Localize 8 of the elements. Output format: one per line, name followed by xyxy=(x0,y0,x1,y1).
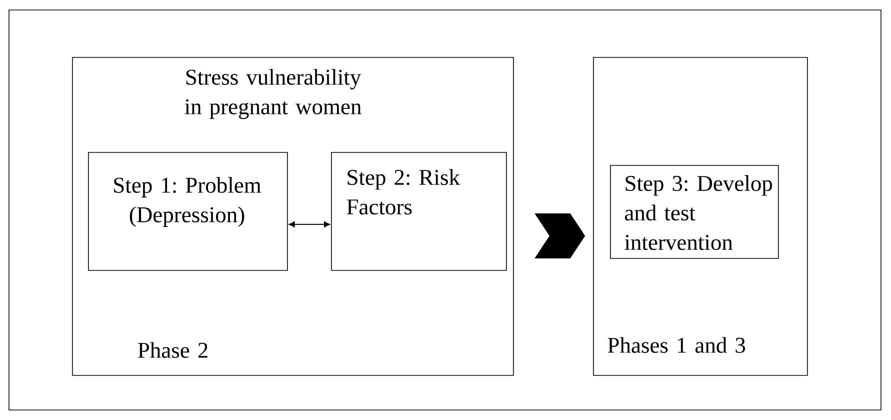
phase-label: Phase 2 xyxy=(138,342,208,358)
step-box: Step 2: Risk Factors xyxy=(331,152,507,271)
chevron-arrow xyxy=(534,213,586,258)
panel-heading: Phases 1 and 3 xyxy=(608,337,746,353)
panel-heading: Stress vulnerability in pregnant women xyxy=(184,69,362,119)
step-box: Step 1: Problem (Depression) xyxy=(88,152,288,271)
arrow xyxy=(288,221,330,228)
step-box: Step 3: Develop and test intervention xyxy=(610,165,779,259)
